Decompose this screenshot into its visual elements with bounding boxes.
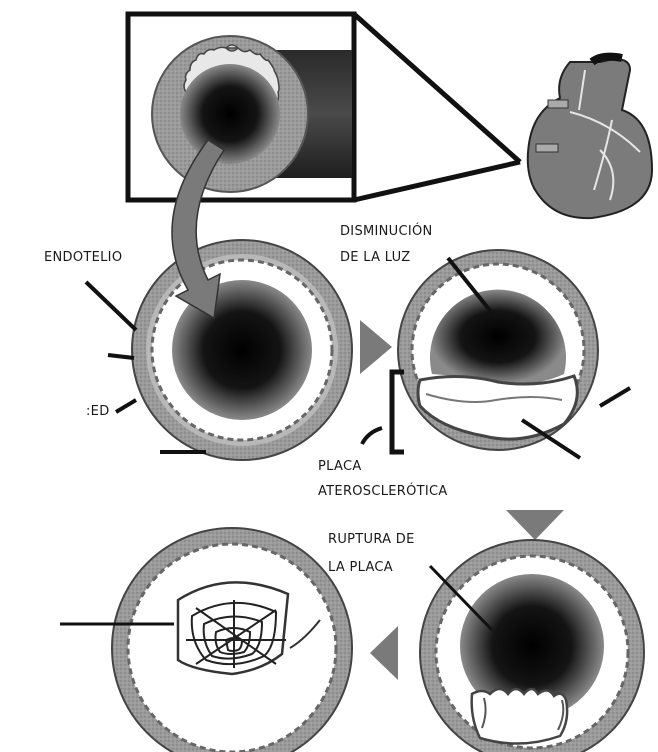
heart-illustration — [528, 57, 652, 218]
narrowed-artery — [362, 250, 630, 458]
triangle-arrow-right-icon — [360, 320, 392, 374]
label-endotelio: ENDOTELIO — [44, 246, 122, 270]
label-pared-fragment: :ED — [86, 400, 110, 424]
triangle-arrow-left-icon — [370, 626, 398, 680]
label-ruptura-1: RUPTURA DE — [328, 528, 415, 552]
label-disminucion-2: DE LA LUZ — [340, 246, 410, 270]
vessel-zoom-panel — [128, 14, 520, 200]
label-placa-1: PLACA — [318, 455, 362, 479]
label-ruptura-2: LA PLACA — [328, 556, 393, 580]
label-disminucion-1: DISMINUCIÓN — [340, 220, 433, 244]
triangle-arrow-down-icon — [506, 510, 564, 540]
thrombus-artery — [60, 528, 352, 752]
ruptured-plaque-artery — [420, 540, 644, 752]
label-placa-2: ATEROSCLERÓTICA — [318, 480, 448, 504]
